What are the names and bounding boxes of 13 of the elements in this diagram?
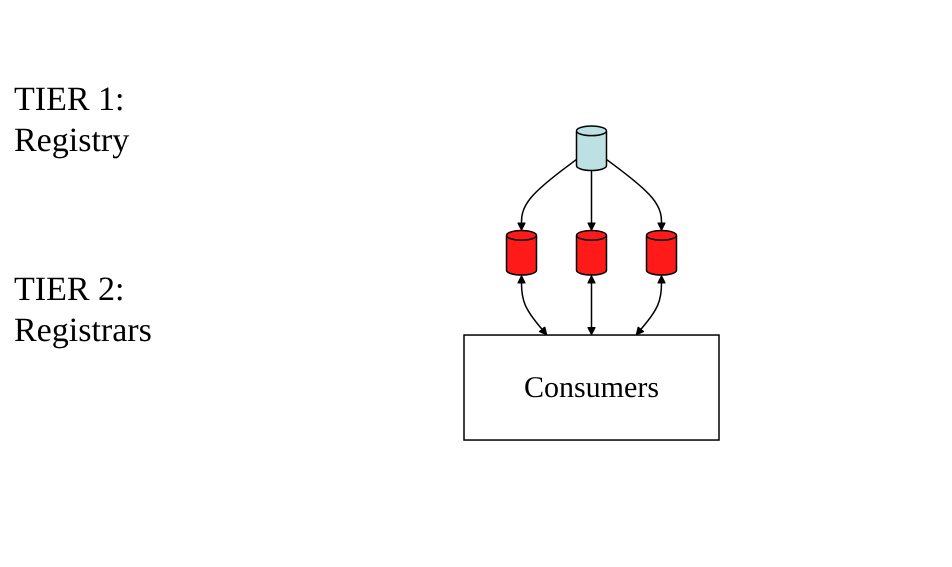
arrow <box>516 159 576 232</box>
node-cylinder <box>505 230 537 276</box>
arrow <box>635 276 666 336</box>
node-cylinder <box>575 230 607 276</box>
arrow <box>606 159 666 232</box>
arrow <box>586 276 596 336</box>
arrow <box>586 171 596 232</box>
node-cylinder <box>575 126 607 172</box>
tier-label: TIER 1: Registry <box>14 80 130 161</box>
tier-label: TIER 2: Registrars <box>14 270 153 351</box>
arrow <box>516 276 547 336</box>
node-box: Consumers <box>462 334 720 442</box>
node-cylinder <box>645 230 677 276</box>
